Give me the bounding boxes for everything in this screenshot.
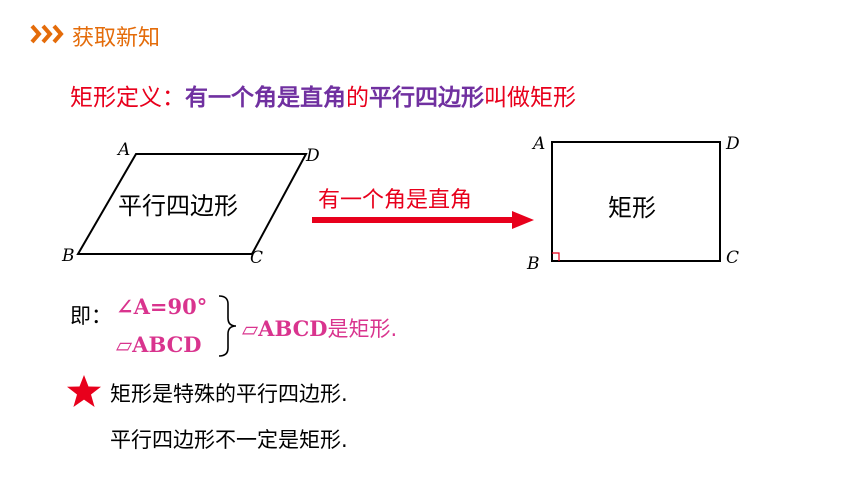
result-symbol: ▱ABCD <box>242 316 328 341</box>
definition-connector: 的 <box>346 85 369 111</box>
note-line-1: 矩形是特殊的平行四边形. <box>110 382 348 406</box>
note-line-2: 平行四边形不一定是矩形. <box>110 428 348 452</box>
condition-parallelogram: ▱ABCD <box>116 332 202 357</box>
triple-chevron-icon <box>30 24 64 44</box>
condition-result: ▱ABCD是矩形. <box>242 313 397 343</box>
rectangle-vertex-c: C <box>726 248 740 268</box>
rectangle-vertex-b: B <box>527 254 540 274</box>
rectangle-label: 矩形 <box>608 194 656 222</box>
parallelogram-vertex-a: A <box>118 140 131 160</box>
condition-lead: 即： <box>70 304 112 328</box>
right-arrow-icon <box>312 211 534 229</box>
rectangle-vertex-d: D <box>726 134 740 154</box>
rectangle-vertex-a: A <box>533 134 546 154</box>
right-brace-icon <box>218 295 237 357</box>
parallelogram-vertex-c: C <box>250 248 264 268</box>
parallelogram-label: 平行四边形 <box>118 192 238 220</box>
definition-condition: 有一个角是直角 <box>185 85 346 111</box>
definition-line: 矩形定义：有一个角是直角的平行四边形叫做矩形 <box>70 78 576 112</box>
condition-angle: ∠A=90° <box>116 294 208 319</box>
rectangle-figure <box>551 141 721 262</box>
section-title: 获取新知 <box>72 26 161 51</box>
arrow-label: 有一个角是直角 <box>318 188 473 213</box>
result-text: 是矩形. <box>327 317 398 341</box>
parallelogram-vertex-d: D <box>306 146 320 166</box>
definition-prefix: 矩形定义： <box>70 85 185 111</box>
parallelogram-vertex-b: B <box>62 246 75 266</box>
red-star-icon <box>67 375 101 407</box>
definition-base-shape: 平行四边形 <box>369 85 484 111</box>
definition-suffix: 叫做矩形 <box>484 85 576 111</box>
parallelogram-figure <box>76 153 308 255</box>
